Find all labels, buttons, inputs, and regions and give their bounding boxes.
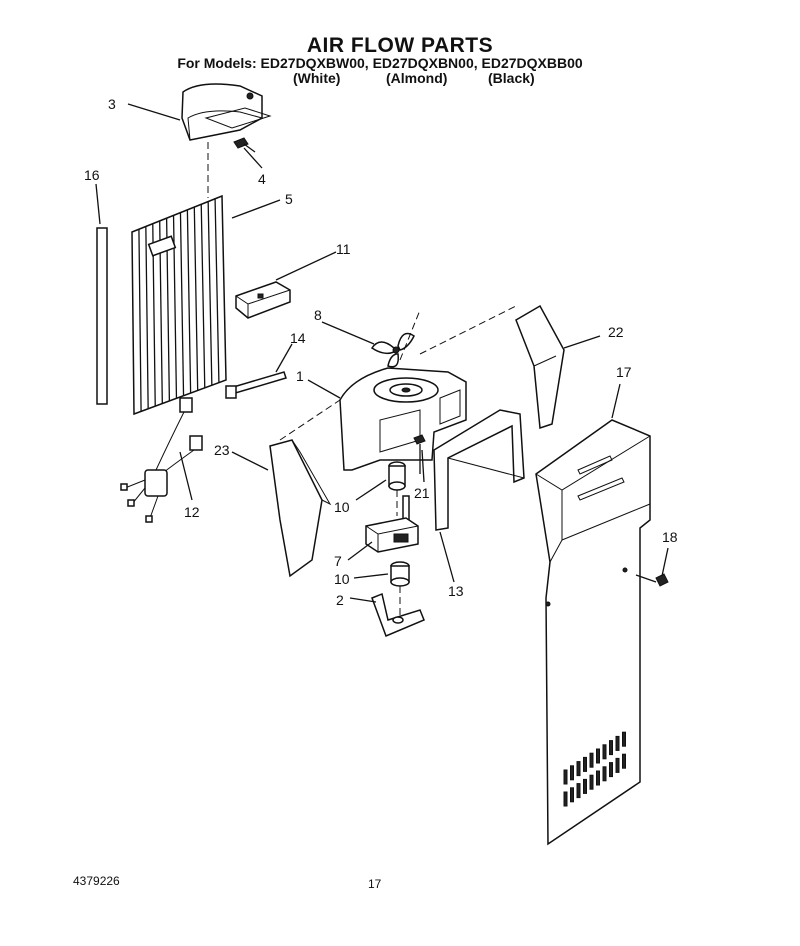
doc-number: 4379226	[73, 874, 120, 888]
callout-2: 2	[336, 592, 344, 608]
callout-23: 23	[214, 442, 230, 458]
callout-4: 4	[258, 171, 266, 187]
part-22-air-diverter	[515, 304, 565, 430]
part-18-screw	[635, 573, 669, 587]
variant-almond: (Almond)	[386, 70, 448, 86]
variant-white: (White)	[293, 70, 341, 86]
callout-labels: 3 4 16 5 11 8 14 1 23 12 10 21 7 10 2 13…	[84, 96, 678, 608]
part-1-fan-shroud	[339, 367, 467, 471]
part-13-duct-frame	[433, 409, 525, 531]
part-3-duct-cover	[181, 83, 272, 141]
callout-17: 17	[616, 364, 632, 380]
callout-3: 3	[108, 96, 116, 112]
callout-14: 14	[290, 330, 306, 346]
part-5-evaporator-cover	[131, 194, 227, 416]
part-8-fan-blade	[370, 332, 415, 368]
part-2-motor-bracket	[371, 592, 425, 637]
part-10-grommet-upper	[388, 461, 406, 491]
callout-10-lower: 10	[334, 571, 350, 587]
page-number: 17	[368, 877, 382, 891]
callout-12: 12	[184, 504, 200, 520]
part-10-grommet-lower	[390, 561, 410, 587]
callout-16: 16	[84, 167, 100, 183]
callout-5: 5	[285, 191, 293, 207]
callout-8: 8	[314, 307, 322, 323]
part-7-fan-motor	[365, 495, 419, 553]
callout-1: 1	[296, 368, 304, 384]
part-14-heater	[225, 371, 287, 399]
part-16-gasket-strip	[96, 227, 108, 405]
part-4-screw	[233, 137, 256, 153]
callout-18: 18	[662, 529, 678, 545]
assembly-line	[279, 399, 341, 441]
callout-21: 21	[414, 485, 430, 501]
callout-10-upper: 10	[334, 499, 350, 515]
callout-22: 22	[608, 324, 624, 340]
callout-13: 13	[448, 583, 464, 599]
assembly-line	[399, 309, 421, 361]
part-21-screw	[413, 434, 426, 474]
part-11-bracket	[235, 281, 291, 319]
leader-lines	[95, 103, 669, 603]
models-line: For Models: ED27DQXBW00, ED27DQXBN00, ED…	[177, 55, 583, 71]
assembly-line	[419, 305, 517, 355]
page-title: AIR FLOW PARTS	[306, 34, 494, 57]
variant-black: (Black)	[488, 70, 535, 86]
callout-11: 11	[336, 241, 351, 257]
part-12-wire-harness	[120, 397, 203, 523]
part-17-rear-panel	[535, 419, 651, 846]
part-23-baffle	[269, 439, 332, 578]
callout-7: 7	[334, 553, 342, 569]
